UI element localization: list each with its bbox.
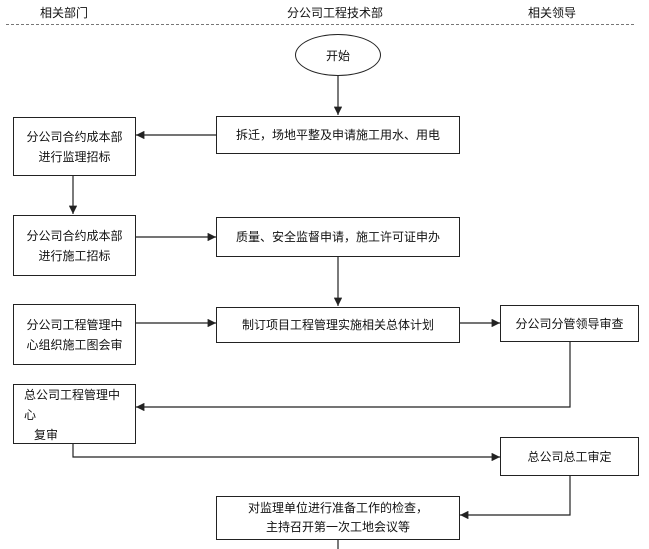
supervision-bid-line2: 进行监理招标 — [38, 149, 111, 164]
header-divider — [6, 24, 634, 25]
column-header-related-leaders: 相关领导 — [528, 6, 577, 20]
hq-review-box: 总公司工程管理中心 复审 — [13, 384, 136, 444]
construction-bid-line1: 分公司合约成本部 — [26, 228, 123, 243]
column-header-related-departments: 相关部门 — [40, 6, 89, 20]
arrow-leader-review-to-hq-review — [136, 342, 571, 412]
kickoff-meeting-box: 对监理单位进行准备工作的检查， 主持召开第一次工地会议等 — [216, 496, 460, 540]
hq-review-line2: 复审 — [34, 428, 59, 442]
leader-review-box: 分公司分管领导审查 — [500, 305, 639, 342]
supervision-bid-box: 分公司合约成本部 进行监理招标 — [13, 117, 136, 176]
construction-bid-box: 分公司合约成本部 进行施工招标 — [13, 215, 136, 276]
drawing-review-line2: 心组织施工图会审 — [26, 337, 123, 352]
arrow-chief-engineer-to-kickoff — [460, 476, 571, 520]
demolish-site-prep-box: 拆迁，场地平整及申请施工用水、用电 — [216, 116, 460, 154]
start-node: 开始 — [295, 34, 381, 76]
master-plan-text: 制订项目工程管理实施相关总体计划 — [241, 318, 434, 332]
drawing-review-line1: 分公司工程管理中 — [26, 317, 123, 332]
hq-review-line1: 总公司工程管理中心 — [24, 388, 121, 422]
master-plan-box: 制订项目工程管理实施相关总体计划 — [216, 307, 460, 343]
supervision-bid-line1: 分公司合约成本部 — [26, 129, 123, 144]
quality-safety-application-box: 质量、安全监督申请，施工许可证申办 — [216, 217, 460, 257]
column-header-engineering-dept: 分公司工程技术部 — [287, 6, 384, 20]
construction-bid-line2: 进行施工招标 — [38, 248, 111, 263]
drawing-review-box: 分公司工程管理中 心组织施工图会审 — [13, 304, 136, 365]
kickoff-meeting-line2: 主持召开第一次工地会议等 — [265, 520, 410, 534]
kickoff-meeting-line1: 对监理单位进行准备工作的检查， — [247, 501, 428, 515]
arrow-hq-review-to-chief-engineer — [72, 444, 500, 462]
demolish-site-prep-text: 拆迁，场地平整及申请施工用水、用电 — [235, 128, 440, 142]
chief-engineer-text: 总公司总工审定 — [527, 449, 612, 464]
chief-engineer-box: 总公司总工审定 — [500, 437, 639, 476]
quality-safety-application-text: 质量、安全监督申请，施工许可证申办 — [235, 230, 440, 244]
leader-review-text: 分公司分管领导审查 — [515, 316, 624, 331]
